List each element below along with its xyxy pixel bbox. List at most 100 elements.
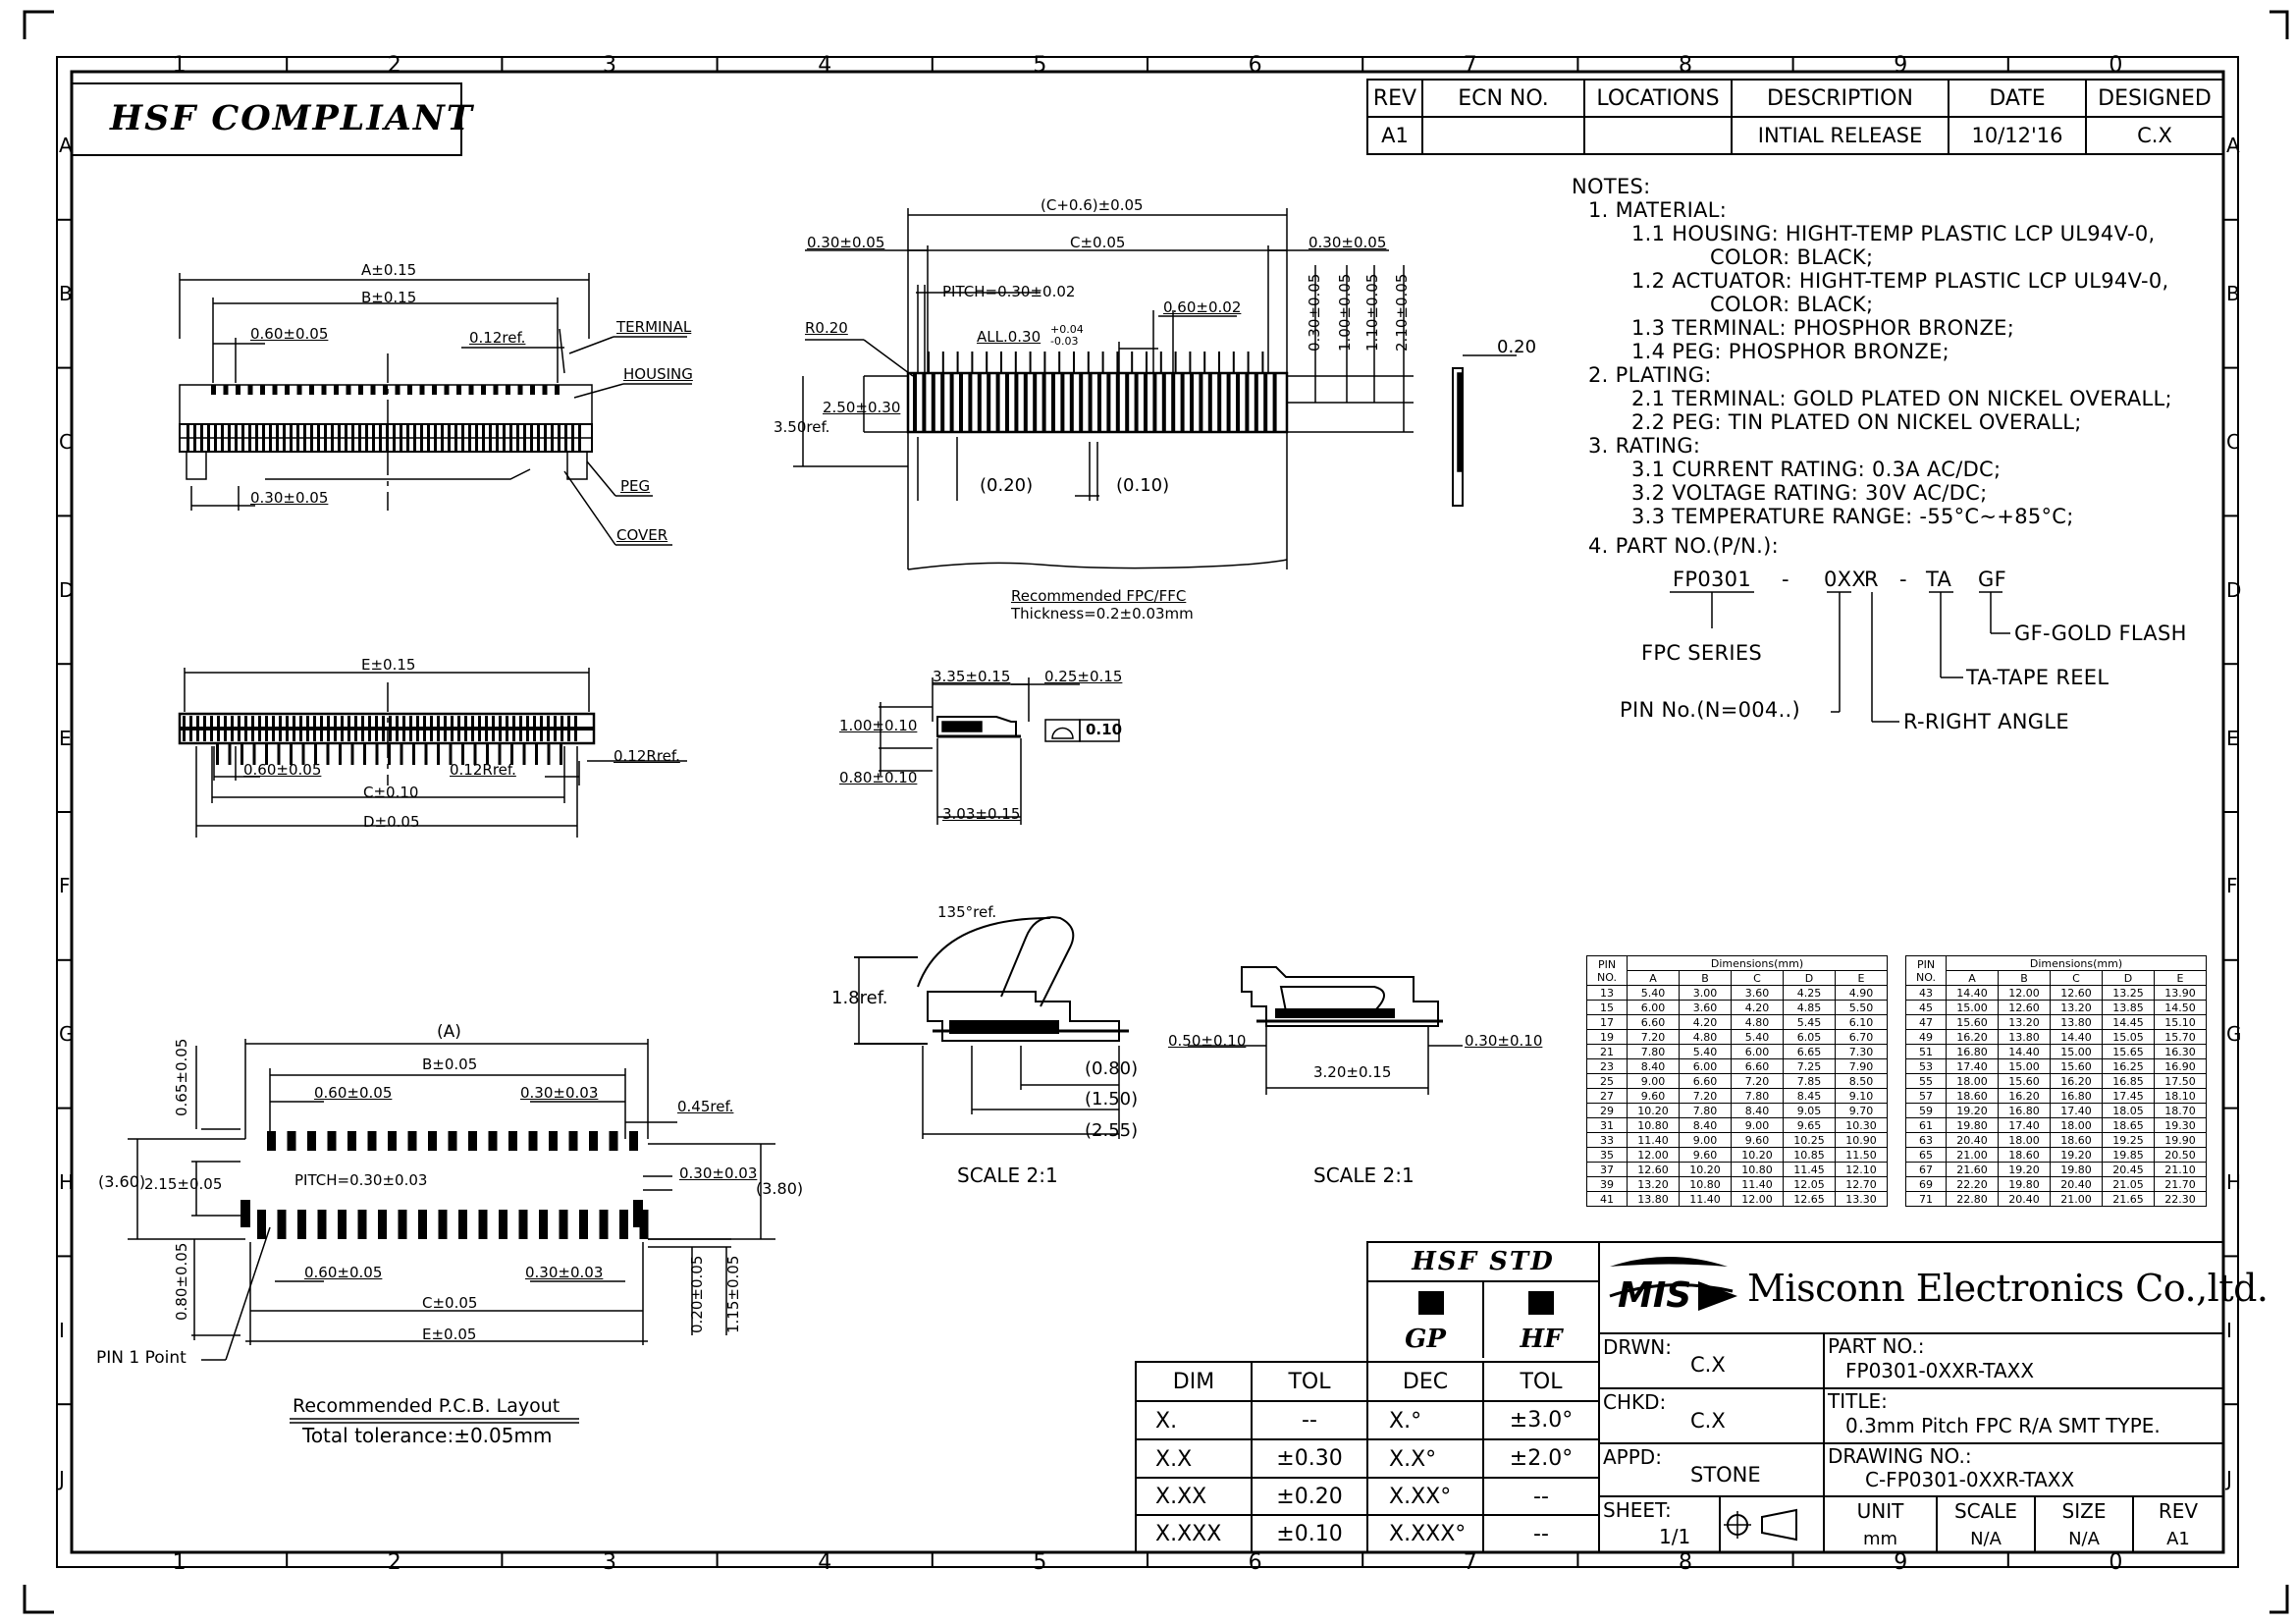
dim-table-cell: 35: [1586, 1147, 1628, 1163]
terminal-contact: [269, 424, 272, 452]
note-line: 1.4 PEG: PHOSPHOR BRONZE;: [1631, 340, 1950, 363]
terminal-contact: [279, 716, 282, 741]
terminal-contact: [499, 716, 502, 741]
rev-description: INTIAL RELEASE: [1757, 124, 1923, 147]
dim-table-cell: 7.30: [1835, 1044, 1888, 1059]
terminal-contact: [437, 716, 440, 741]
dim-table-cell: 8.50: [1835, 1073, 1888, 1089]
dim-label: (A): [437, 1022, 461, 1042]
terminal-contact: [375, 716, 378, 741]
fpc-contact: [1043, 352, 1046, 373]
pcb-pad: [327, 1131, 337, 1151]
tol-cell: X.°: [1389, 1409, 1422, 1434]
frame-col-label: 0: [2109, 53, 2123, 78]
frame-col-label: 9: [1894, 1550, 1908, 1575]
terminal-contact: [526, 716, 529, 741]
dim-table-cell: 15: [1586, 1000, 1628, 1015]
terminal-contact: [189, 716, 192, 741]
dim-label: 0.30±0.05: [250, 489, 329, 507]
fpc-finger: [913, 373, 917, 432]
pn-angle: R: [1864, 568, 1879, 591]
terminal-contact: [454, 424, 457, 452]
pn-flash: GF: [1978, 568, 2006, 591]
dim-label: 0.30±0.03: [679, 1164, 758, 1182]
dim-table-cell: 6.65: [1783, 1044, 1836, 1059]
dim-table-cell: 8.45: [1783, 1088, 1836, 1104]
dim-table-cell: 10.80: [1679, 1176, 1732, 1192]
dim-table-cell: 18.05: [2102, 1103, 2155, 1118]
terminal-contact: [299, 716, 302, 741]
dim-table-cell: 16.85: [2102, 1073, 2155, 1089]
pcb-pad: [277, 1210, 287, 1239]
recommended-pcb-note: Recommended P.C.B. Layout: [293, 1395, 561, 1417]
terminal-contact: [517, 385, 523, 395]
dim-table-cell: 61: [1905, 1117, 1947, 1133]
dim-table-cell: 13.20: [1998, 1014, 2051, 1030]
dim-table-header: E: [2154, 970, 2207, 986]
dim-table-cell: 12.00: [1627, 1147, 1680, 1163]
frame-row-label: I: [59, 1318, 65, 1342]
terminal-contact: [512, 716, 515, 741]
pcb-pad: [458, 1210, 467, 1239]
dim-table-cell: 4.20: [1731, 1000, 1784, 1015]
dim-table-cell: 9.70: [1835, 1103, 1888, 1118]
terminal-lead: [547, 743, 551, 765]
fpc-finger: [1226, 373, 1231, 432]
terminal-contact: [217, 716, 220, 741]
terminal-contact: [379, 424, 382, 452]
terminal-contact: [506, 716, 508, 741]
terminal-lead: [240, 743, 243, 765]
pcb-pad: [478, 1210, 488, 1239]
dim-table-cell: 7.80: [1627, 1044, 1680, 1059]
terminal-contact: [516, 424, 519, 452]
terminal-lead: [301, 743, 305, 765]
tol-cell: ±0.30: [1276, 1446, 1343, 1471]
note-line: 1.2 ACTUATOR: HIGHT-TEMP PLASTIC LCP UL9…: [1631, 269, 2169, 293]
pcb-pad: [317, 1210, 327, 1239]
dim-table-cell: 14.40: [1998, 1044, 2051, 1059]
pcb-pad: [629, 1131, 638, 1151]
dim-table-header: E: [1835, 970, 1888, 986]
tol-cell: ±0.20: [1276, 1484, 1343, 1509]
dim-label: 0.30±0.03: [520, 1084, 599, 1102]
appd-label: APPD:: [1603, 1445, 1662, 1469]
size-value: N/A: [2068, 1528, 2100, 1549]
fpc-finger: [1272, 373, 1277, 432]
frame-col-label: 8: [1679, 53, 1692, 78]
terminal-contact: [416, 716, 419, 741]
fpc-contact: [1014, 352, 1017, 373]
dim-table-cell: 18.10: [2154, 1088, 2207, 1104]
dim-label: 0.60±0.02: [1163, 298, 1242, 316]
note-line: 2. PLATING:: [1588, 363, 1712, 387]
frame-row-label: C: [59, 430, 73, 454]
terminal-contact: [207, 424, 210, 452]
dim-table-cell: 8.40: [1679, 1117, 1732, 1133]
terminal-contact: [406, 424, 409, 452]
note-line: 4. PART NO.(P/N.):: [1588, 534, 1780, 558]
terminal-contact: [533, 716, 536, 741]
terminal-contact: [537, 424, 540, 452]
fpc-contact: [1159, 352, 1162, 373]
terminal-contact: [296, 424, 299, 452]
frame-row-label: J: [2226, 1466, 2232, 1490]
terminal-contact: [346, 385, 351, 395]
note-line: 3.3 TEMPERATURE RANGE: -55°C~+85°C;: [1631, 505, 2074, 528]
dim-table-cell: 19.20: [1946, 1103, 1999, 1118]
dim-table-cell: 4.80: [1679, 1029, 1732, 1045]
fpc-finger: [1134, 373, 1139, 432]
note-line: COLOR: BLACK;: [1710, 245, 1874, 269]
tol-cell: X.X°: [1389, 1447, 1437, 1472]
fpc-finger: [1263, 373, 1268, 432]
dim-table-cell: 12.60: [2050, 985, 2103, 1001]
dim-table-cell: 12.65: [1783, 1191, 1836, 1207]
terminal-contact: [475, 424, 478, 452]
housing-callout: HOUSING: [623, 365, 693, 383]
